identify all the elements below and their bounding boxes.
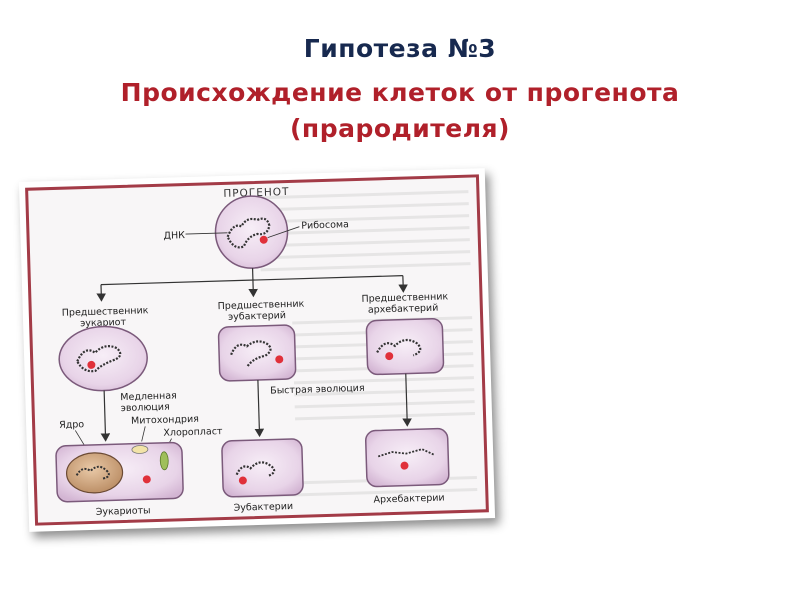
progenote-label: ПРОГЕНОТ — [223, 186, 289, 200]
eukaryotes-label: Эукариоты — [96, 505, 151, 518]
nucleus-label: Ядро — [59, 419, 85, 431]
ribosome-pointer — [267, 226, 300, 239]
slide-subtitle-line2: (прародителя) — [290, 114, 510, 143]
mitochondria-label: Митохондрия — [131, 414, 199, 427]
pred-eubacteria-dna — [230, 340, 272, 367]
pred-eubacteria-ribosome — [275, 355, 284, 364]
pred-archaea-ribosome — [385, 352, 394, 361]
diagram-frame: ПРОГЕНОТ ДНК Рибосома Предшественник эук… — [18, 168, 496, 532]
eukaryote-dna — [75, 465, 110, 480]
pred-eubacteria-label-1: Предшественник — [218, 299, 305, 313]
pred-archaea-label-2: архебактерий — [368, 303, 439, 316]
pred-eukaryote-label-2: эукариот — [80, 317, 127, 329]
pred-eubacteria-label-2: эубактерий — [228, 310, 286, 323]
archaebacteria-cell — [364, 427, 450, 488]
slow-evolution-label-2: эволюция — [121, 402, 170, 414]
evolution-diagram: ПРОГЕНОТ ДНК Рибосома Предшественник эук… — [55, 186, 478, 518]
progenote-cell — [214, 195, 289, 269]
eukaryote-ribosome — [142, 475, 151, 484]
chloroplast-label: Хлоропласт — [163, 426, 223, 439]
slide-title: Гипотеза №3 — [303, 34, 497, 63]
eukaryote-mitochondrion — [131, 445, 149, 454]
background-texture — [236, 190, 478, 499]
pred-eukaryote-ribosome — [87, 360, 96, 369]
archaebacteria-dna — [377, 448, 435, 458]
slide-subtitle-line1: Происхождение клеток от прогенота — [120, 78, 680, 107]
ribosome-label: Рибосома — [301, 219, 349, 231]
archaebacteria-ribosome — [400, 461, 409, 470]
pred-archaea-label-1: Предшественник — [361, 291, 448, 305]
pred-eukaryote-label-1: Предшественник — [62, 305, 149, 319]
eukaryote-nucleus — [65, 452, 124, 494]
eubacteria-cell — [221, 438, 304, 498]
dna-pointer — [185, 232, 228, 235]
progenote-ribosome — [259, 235, 268, 244]
evolution-arrows — [100, 373, 412, 442]
dna-label: ДНК — [163, 230, 185, 242]
eubacteria-ribosome — [238, 476, 247, 485]
pred-archaea-dna — [376, 338, 422, 357]
pred-eukaryote-dna — [76, 345, 122, 373]
fast-evolution-label: Быстрая эволюция — [270, 383, 365, 397]
archaebacteria-label: Архебактерии — [373, 493, 444, 506]
branch-arrows — [96, 268, 408, 302]
slow-evolution-label-1: Медленная — [120, 390, 177, 403]
eukaryote-chloroplast — [159, 451, 169, 471]
diagram-panel: ПРОГЕНОТ ДНК Рибосома Предшественник эук… — [25, 174, 489, 526]
mitochondria-pointer — [141, 426, 146, 442]
pred-eubacteria-cell — [217, 324, 297, 382]
progenote-dna — [226, 217, 271, 249]
eubacteria-label: Эубактерии — [234, 501, 294, 514]
pred-eukaryote-cell — [58, 325, 148, 392]
eubacteria-dna — [235, 461, 276, 477]
pred-archaea-cell — [365, 318, 445, 376]
